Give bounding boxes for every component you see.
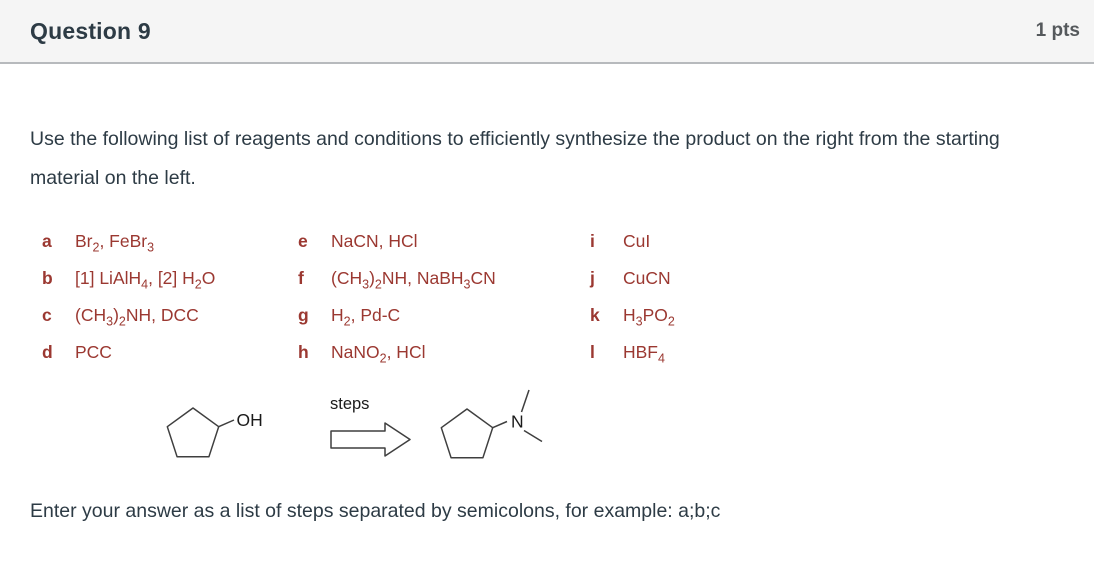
reagent-item-l: l HBF4 — [590, 334, 1064, 371]
reagent-item-i: i CuI — [590, 223, 1064, 260]
reagent-letter: e — [298, 231, 308, 251]
answer-format-note: Enter your answer as a list of steps sep… — [30, 500, 721, 522]
reagent-letter: l — [590, 342, 595, 362]
reagent-item-j: j CuCN — [590, 260, 1064, 297]
reagent-item-e: e NaCN, HCl — [298, 223, 590, 260]
reagent-formula: (CH3)2NH, NaBH3CN — [331, 268, 496, 292]
dimethylamino-cyclopentane-structure — [440, 389, 543, 459]
reaction-arrow-icon — [330, 422, 411, 457]
steps-label: steps — [330, 395, 369, 413]
reagent-item-g: g H2, Pd-C — [298, 297, 590, 334]
amine-nitrogen-label: N — [511, 412, 524, 432]
reagent-formula: HBF4 — [623, 342, 665, 366]
reagent-formula: (CH3)2NH, DCC — [75, 305, 199, 329]
reagent-formula: NaCN, HCl — [331, 231, 418, 251]
reagent-item-h: h NaNO2, HCl — [298, 334, 590, 371]
cyclopentanol-structure — [166, 407, 235, 458]
question-header: Question 9 1 pts — [0, 0, 1094, 64]
reagent-letter: a — [42, 231, 52, 251]
reagent-letter: g — [298, 305, 309, 325]
reagent-formula: CuCN — [623, 268, 671, 288]
reagent-item-d: d PCC — [42, 334, 298, 371]
reagent-item-a: a Br2, FeBr3 — [42, 223, 298, 260]
reagent-letter: k — [590, 305, 600, 325]
reagent-item-b: b [1] LiAlH4, [2] H2O — [42, 260, 298, 297]
reagent-item-f: f (CH3)2NH, NaBH3CN — [298, 260, 590, 297]
reagent-item-c: c (CH3)2NH, DCC — [42, 297, 298, 334]
reagent-item-k: k H3PO2 — [590, 297, 1064, 334]
reagent-formula: Br2, FeBr3 — [75, 231, 155, 255]
reagent-formula: H2, Pd-C — [331, 305, 401, 329]
question-title: Question 9 — [30, 17, 151, 44]
reagent-column: a Br2, FeBr3 b [1] LiAlH4, [2] H2O c (CH3)2NH… — [42, 223, 298, 371]
reagent-letter: c — [42, 305, 52, 325]
question-points-badge: 1 pts — [1035, 20, 1080, 41]
reagent-column: e NaCN, HCl f (CH3)2NH, NaBH3CN g H2, Pd-C h Na… — [298, 223, 590, 371]
reaction-scheme-drawing: OH steps N — [166, 389, 543, 459]
reagent-column: i CuI j CuCN k H3PO2 l HBF4 — [590, 223, 1064, 371]
question-body: Use the following list of reagents and c… — [0, 120, 1094, 523]
reagent-list: a Br2, FeBr3 b [1] LiAlH4, [2] H2O c (CH3)2NH… — [42, 223, 1064, 371]
reagent-letter: j — [590, 268, 595, 288]
reagent-formula: [1] LiAlH4, [2] H2O — [75, 268, 216, 292]
question-prompt: Use the following list of reagents and c… — [30, 128, 1000, 189]
hydroxyl-label: OH — [237, 410, 263, 430]
reagent-formula: NaNO2, HCl — [331, 342, 426, 366]
reagent-letter: b — [42, 268, 53, 288]
reagent-letter: i — [590, 231, 595, 251]
reagent-formula: H3PO2 — [623, 305, 675, 329]
reaction-scheme: OH steps N — [155, 383, 1064, 475]
reagent-formula: PCC — [75, 342, 112, 362]
reagent-letter: h — [298, 342, 309, 362]
reagent-letter: d — [42, 342, 53, 362]
reagent-letter: f — [298, 268, 304, 288]
reagent-formula: CuI — [623, 231, 651, 251]
